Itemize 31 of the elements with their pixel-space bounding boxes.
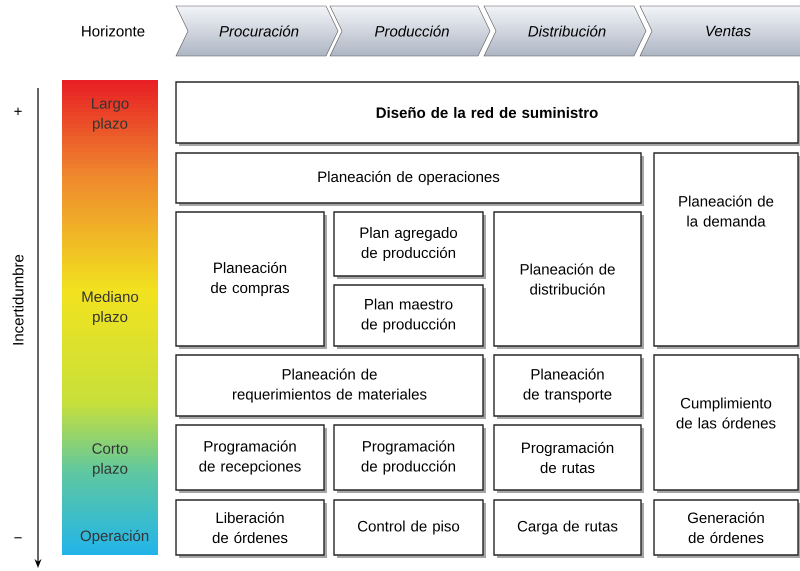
gradient-bar: Largo plazo Mediano plazo Corto plazo Operación xyxy=(62,80,158,555)
axis-title: Incertidumbre xyxy=(12,254,24,344)
plus-sign: + xyxy=(14,108,22,115)
column-header-banner: Producción xyxy=(330,6,490,56)
process-box: Programación de producción xyxy=(333,424,486,493)
process-box: Plan agregado de producción xyxy=(333,211,486,279)
process-box: Generación de órdenes xyxy=(653,499,800,558)
process-box: Programación de recepciones xyxy=(175,424,327,493)
text: Horizonte xyxy=(82,26,144,36)
process-box: Diseño de la red de suministro xyxy=(175,81,800,146)
column-header-banner: Procuración xyxy=(176,6,338,56)
process-box: Control de piso xyxy=(333,499,486,558)
process-box: Liberación de órdenes xyxy=(175,499,327,558)
node-label: Largo xyxy=(92,98,129,112)
column-header-banner: Distribución xyxy=(484,6,646,56)
process-box: Planeación de requerimientos de materiales xyxy=(175,354,486,419)
column-header-banner: Ventas xyxy=(640,6,800,56)
process-box: Planeación de operaciones xyxy=(175,152,644,206)
node-label: plazo xyxy=(93,118,128,132)
process-box: Plan maestro de producción xyxy=(333,284,486,349)
process-box: Planeación de distribución xyxy=(493,211,644,349)
process-box: Programación de rutas xyxy=(493,424,644,493)
process-box: Cumplimiento de las órdenes xyxy=(653,354,800,493)
process-box: Carga de rutas xyxy=(493,499,644,558)
process-box: Planeación de la demanda xyxy=(653,152,800,349)
process-box: Planeación de transporte xyxy=(493,354,644,419)
node-label: Corto plazo xyxy=(92,443,128,477)
process-box: Planeación de compras xyxy=(175,211,327,349)
node-label: Mediano plazo xyxy=(82,291,138,325)
minus-sign: − xyxy=(14,537,22,538)
node-label: Operación xyxy=(80,530,148,544)
